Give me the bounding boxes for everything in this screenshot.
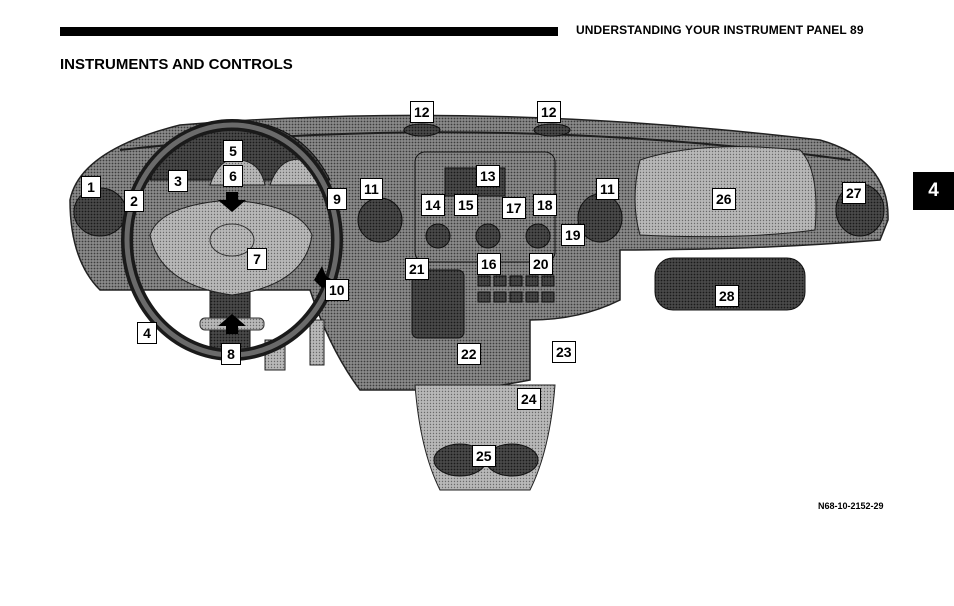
callout-22: 22 (457, 343, 481, 365)
section-title: INSTRUMENTS AND CONTROLS (60, 56, 293, 73)
arrow-8 (218, 314, 246, 334)
vent-left-inner (357, 197, 403, 243)
climate-knob-right (525, 223, 551, 249)
callout-27: 27 (842, 182, 866, 204)
callout-11-left: 11 (360, 178, 383, 200)
callout-12-right: 12 (537, 101, 561, 123)
callout-28: 28 (715, 285, 739, 307)
callout-17: 17 (502, 197, 526, 219)
callout-25: 25 (472, 445, 496, 467)
callout-13: 13 (476, 165, 500, 187)
callout-2: 2 (124, 190, 144, 212)
callout-18: 18 (533, 194, 557, 216)
arrow-6 (218, 192, 246, 212)
instrument-panel-illustration (69, 114, 889, 491)
callout-26: 26 (712, 188, 736, 210)
callout-9: 9 (327, 188, 347, 210)
running-head: UNDERSTANDING YOUR INSTRUMENT PANEL 89 (576, 23, 864, 37)
callout-7: 7 (247, 248, 267, 270)
horn-pad (209, 223, 255, 257)
callout-10: 10 (325, 279, 349, 301)
climate-knob-left (425, 223, 451, 249)
figure-id: N68-10-2152-29 (818, 501, 884, 511)
callout-15: 15 (454, 194, 478, 216)
chapter-tab: 4 (913, 172, 954, 210)
gear-shifter (411, 269, 465, 339)
climate-knob-centre (475, 223, 501, 249)
callout-24: 24 (517, 388, 541, 410)
callout-14: 14 (421, 194, 445, 216)
callout-16: 16 (477, 253, 501, 275)
callout-3: 3 (168, 170, 188, 192)
callout-12-left: 12 (410, 101, 434, 123)
callout-19: 19 (561, 224, 585, 246)
callout-5: 5 (223, 140, 243, 162)
header-rule (60, 27, 558, 36)
vent-right-inner (577, 193, 623, 243)
defrost-vent-right (533, 123, 571, 137)
callout-4: 4 (137, 322, 157, 344)
callout-1: 1 (81, 176, 101, 198)
callout-6: 6 (223, 165, 243, 187)
glove-box (654, 257, 806, 311)
callout-8: 8 (221, 343, 241, 365)
defrost-vent-left (403, 123, 441, 137)
callout-11-right: 11 (596, 178, 619, 200)
callout-23: 23 (552, 341, 576, 363)
callout-21: 21 (405, 258, 429, 280)
callout-20: 20 (529, 253, 553, 275)
switch-bank (477, 275, 555, 303)
pedal-right (309, 319, 325, 366)
